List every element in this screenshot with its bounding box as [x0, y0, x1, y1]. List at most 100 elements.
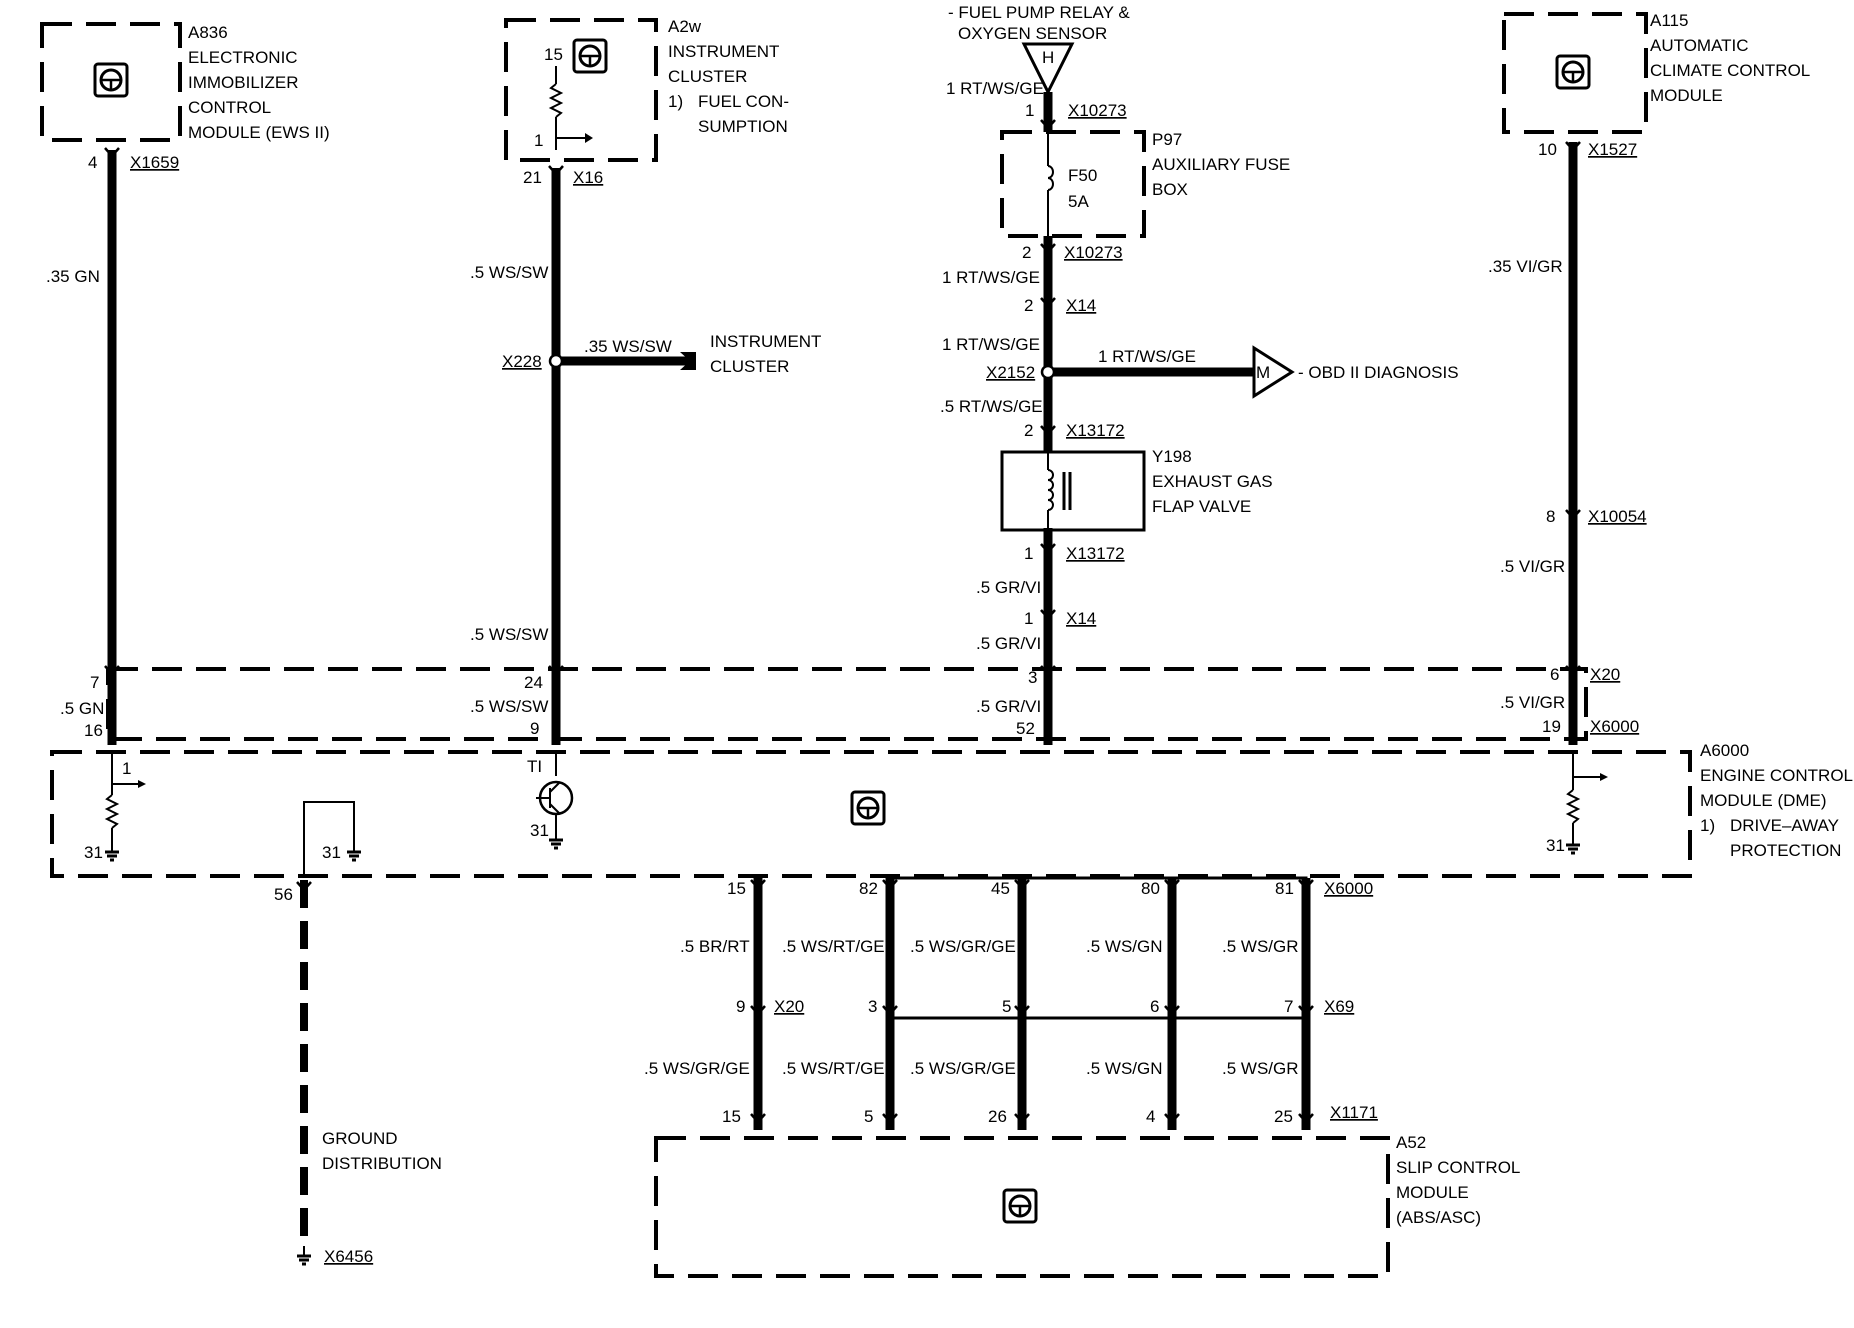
- conn-x14-top: X14: [1066, 296, 1096, 315]
- control-module-icon: [1555, 54, 1591, 90]
- wire-5wsgn-a: .5 WS/GN: [1086, 937, 1163, 956]
- a836-pin: 4: [88, 153, 97, 172]
- a2w-note-1: FUEL CON-: [698, 92, 789, 111]
- x20-pin-3: 3: [1028, 668, 1037, 687]
- a115-line-3: MODULE: [1650, 86, 1723, 105]
- a6000-note-2: PROTECTION: [1730, 841, 1841, 860]
- ground-line-2: DISTRIBUTION: [322, 1154, 442, 1173]
- wire-5wssw-low: .5 WS/SW: [470, 697, 548, 716]
- conn-x10054: X10054: [1588, 507, 1647, 526]
- a836-id: A836: [188, 23, 228, 42]
- x1171-pin-5: 5: [864, 1107, 873, 1126]
- wire-35wssw: .35 WS/SW: [584, 337, 672, 356]
- x6000-pin-52: 52: [1016, 719, 1035, 738]
- x14-pin-2: 2: [1024, 296, 1033, 315]
- ground-distribution: 56 GROUND DISTRIBUTION X6456: [274, 880, 442, 1266]
- conn-x16: X16: [573, 168, 603, 187]
- connector-h: H: [1042, 48, 1054, 67]
- y198-line-2: FLAP VALVE: [1152, 497, 1251, 516]
- ground-line-1: GROUND: [322, 1129, 398, 1148]
- wire-35vigr: .35 VI/GR: [1488, 257, 1563, 276]
- y198-exhaust-flap-valve: Y198 EXHAUST GAS FLAP VALVE: [1000, 447, 1273, 532]
- a52-line-3: (ABS/ASC): [1396, 1208, 1481, 1227]
- x69-pin-6: 6: [1150, 997, 1159, 1016]
- a52-line-2: MODULE: [1396, 1183, 1469, 1202]
- wire-a115-to-dme: 10 X1527 .35 VI/GR 8 X10054 .5 VI/GR 6 X…: [1488, 140, 1647, 745]
- conn-x10273-bottom: X10273: [1064, 243, 1123, 262]
- control-module-icon: [850, 790, 886, 826]
- x69-pin-5: 5: [1002, 997, 1011, 1016]
- conn-x13172-bottom: X13172: [1066, 544, 1125, 563]
- a6000-line-1: ENGINE CONTROL: [1700, 766, 1853, 785]
- control-module-icon: [93, 62, 129, 98]
- control-module-icon: [1002, 1188, 1038, 1224]
- a2w-id: A2w: [668, 17, 702, 36]
- dme-ti: TI: [527, 757, 542, 776]
- x14-pin-1: 1: [1024, 609, 1033, 628]
- connector-m: M: [1256, 363, 1270, 382]
- wire-5wsrtge-b: .5 WS/RT/GE: [782, 1059, 885, 1078]
- fuel-relay-line-2: OXYGEN SENSOR: [958, 24, 1107, 43]
- x13172-pin-2: 2: [1024, 421, 1033, 440]
- wire-5wsgrge-a: .5 WS/GR/GE: [910, 937, 1016, 956]
- wire-5vigr-a: .5 VI/GR: [1500, 557, 1565, 576]
- wire-5wssw-top: .5 WS/SW: [470, 263, 548, 282]
- y198-line-1: EXHAUST GAS: [1152, 472, 1273, 491]
- conn-x69: X69: [1324, 997, 1354, 1016]
- fuel-pump-relay-connector: - FUEL PUMP RELAY & OXYGEN SENSOR H 1 RT…: [946, 3, 1130, 120]
- a2w-line-1: INSTRUMENT: [668, 42, 779, 61]
- conn-x6000-bottom: X6000: [1324, 879, 1373, 898]
- dme-gnd-31-a: 31: [84, 843, 103, 862]
- x1171-pin-4: 4: [1146, 1107, 1155, 1126]
- x6000-pin-82: 82: [859, 879, 878, 898]
- obd-label: - OBD II DIAGNOSIS: [1298, 363, 1459, 382]
- a2w-note-num: 1): [668, 92, 683, 111]
- wire-1rtwsge-b: 1 RT/WS/GE: [942, 268, 1040, 287]
- wire-5wsgrge-c: .5 WS/GR/GE: [910, 1059, 1016, 1078]
- a115-line-1: AUTOMATIC: [1650, 36, 1749, 55]
- a836-line-2: IMMOBILIZER: [188, 73, 299, 92]
- conn-x13172-top: X13172: [1066, 421, 1125, 440]
- dme-gnd-31-d: 31: [1546, 836, 1565, 855]
- y198-id: Y198: [1152, 447, 1192, 466]
- p97-line-2: BOX: [1152, 180, 1188, 199]
- node-x228: X228: [502, 352, 542, 371]
- conn-x6000-top: X6000: [1590, 717, 1639, 736]
- x6000-pin-16: 16: [84, 721, 103, 740]
- a52-line-1: SLIP CONTROL: [1396, 1158, 1520, 1177]
- x6000-pin-19: 19: [1542, 717, 1561, 736]
- conn-x1171: X1171: [1330, 1103, 1378, 1122]
- x13172-pin-1: 1: [1024, 544, 1033, 563]
- cluster-branch-line-1: INSTRUMENT: [710, 332, 821, 351]
- a115-pin-10: 10: [1538, 140, 1557, 159]
- a2w-pin-1: 1: [534, 131, 543, 150]
- wires-dme-to-a52: 15 82 45 80 81 X6000 .5 BR/RT .5 WS/RT/G…: [644, 876, 1378, 1130]
- a2w-note-2: SUMPTION: [698, 117, 788, 136]
- x69-pin-3: 3: [868, 997, 877, 1016]
- x6000-pin-15: 15: [727, 879, 746, 898]
- p97-auxiliary-fuse-box: F50 5A P97 AUXILIARY FUSE BOX: [1000, 130, 1290, 238]
- a836-line-3: CONTROL: [188, 98, 271, 117]
- wire-5wsgr-b: .5 WS/GR: [1222, 1059, 1299, 1078]
- x1171-pin-25: 25: [1274, 1107, 1293, 1126]
- a836-line-1: ELECTRONIC: [188, 48, 298, 67]
- a2w-pin-21: 21: [523, 168, 542, 187]
- a6000-id: A6000: [1700, 741, 1749, 760]
- conn-x10273-top: X10273: [1068, 101, 1127, 120]
- x6000-pin-81: 81: [1275, 879, 1294, 898]
- wire-obd: 1 RT/WS/GE: [1098, 347, 1196, 366]
- control-module-icon: [572, 38, 608, 74]
- wire-a836-to-dme: 4 X1659 .35 GN 7 .5 GN 16: [46, 146, 179, 745]
- dme-gnd-31-b: 31: [322, 843, 341, 862]
- conn-x1527: X1527: [1588, 140, 1637, 159]
- a6000-note-1: DRIVE–AWAY: [1730, 816, 1839, 835]
- a115-climate-control-module: A115 AUTOMATIC CLIMATE CONTROL MODULE: [1502, 11, 1810, 134]
- x10273-pin-1: 1: [1025, 101, 1034, 120]
- wire-a2w-to-dme: 21 X16 .5 WS/SW X228 .5 WS/SW 24 .5 WS/S…: [470, 164, 603, 745]
- dme-pin-56: 56: [274, 885, 293, 904]
- wire-5brrt: .5 BR/RT: [680, 937, 750, 956]
- a52-slip-control-module: A52 SLIP CONTROL MODULE (ABS/ASC): [654, 1133, 1520, 1278]
- cluster-branch-line-2: CLUSTER: [710, 357, 789, 376]
- wire-5wsgrge-b: .5 WS/GR/GE: [644, 1059, 750, 1078]
